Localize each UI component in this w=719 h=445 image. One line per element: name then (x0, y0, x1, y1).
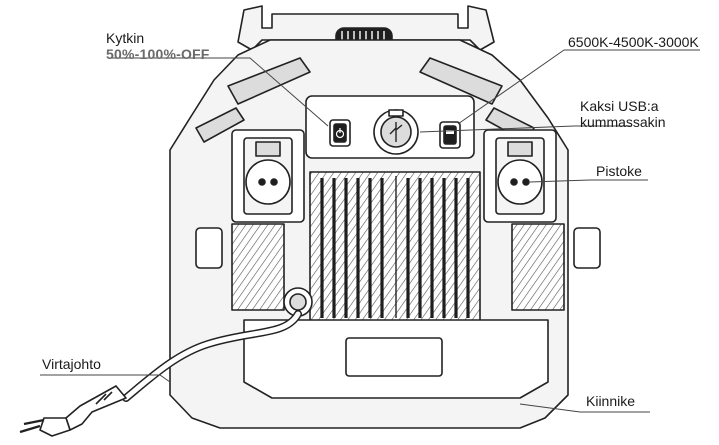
color-temperature-button-icon[interactable] (439, 121, 461, 149)
cable-gland (283, 287, 313, 317)
leader-cord (40, 374, 171, 383)
leader-bracket (519, 403, 650, 413)
bracket-label: Kiinnike (586, 393, 636, 409)
left-side-rib (195, 107, 245, 143)
switch-title-label: Kytkin (106, 30, 145, 46)
right-socket (483, 129, 557, 223)
heatsink-fins (320, 178, 470, 318)
bracket-label-plate (345, 337, 443, 377)
switch-modes-label: 50%-100%-OFF (106, 46, 210, 62)
left-top-rib (227, 57, 311, 105)
left-tension-knob (195, 227, 223, 269)
usb-label-line2: kummassakin (580, 114, 666, 130)
power-cord (122, 310, 302, 402)
power-switch-icon[interactable] (329, 119, 351, 147)
leader-socket (529, 179, 648, 183)
leader-usb (419, 125, 632, 133)
socket-label: Pistoke (596, 163, 642, 179)
usb-icon[interactable] (373, 109, 419, 155)
heatsink (309, 171, 481, 323)
leader-switch (108, 57, 329, 127)
right-top-rib (419, 57, 503, 105)
right-side-panel (511, 223, 565, 311)
color-temp-label: 6500K-4500K-3000K (568, 34, 699, 50)
power-cord-label: Virtajohto (42, 356, 101, 372)
leader-lines (40, 49, 700, 413)
left-side-panel (231, 223, 285, 311)
leader-color-temp (457, 49, 700, 125)
usb-label-line1: Kaksi USB:a (580, 98, 659, 114)
right-tension-knob (573, 227, 601, 269)
power-plug (19, 385, 127, 437)
left-socket (231, 129, 305, 223)
